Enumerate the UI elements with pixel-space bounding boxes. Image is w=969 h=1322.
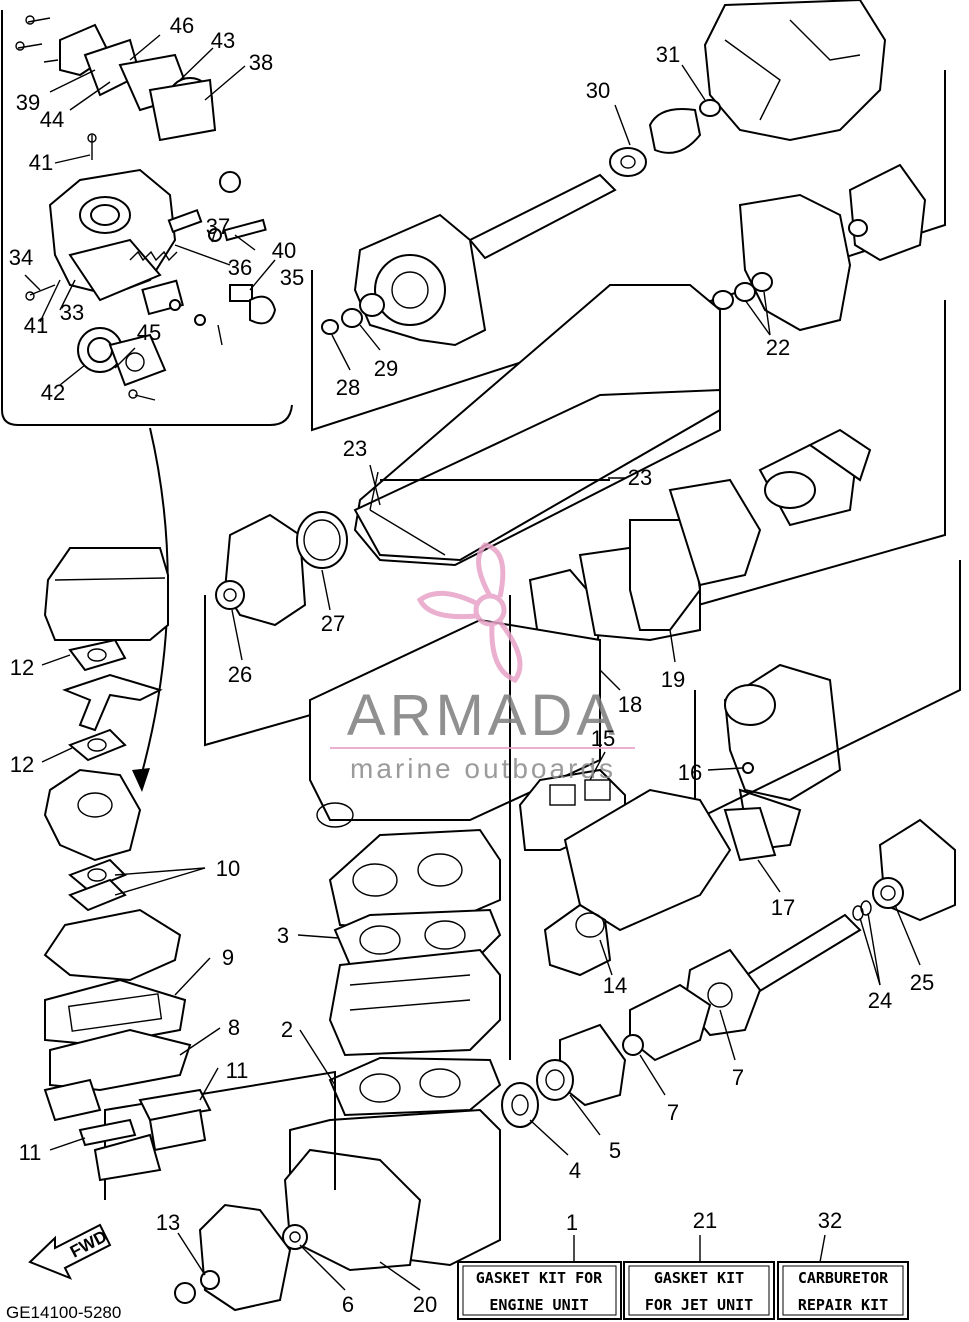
callout-40: 40 [272,238,296,263]
callout-37: 37 [206,214,230,239]
callout-23-right: 23 [628,465,652,490]
callout-44: 44 [40,107,64,132]
carb-kit-line2: REPAIR KIT [798,1296,888,1314]
callout-39: 39 [16,90,40,115]
callout-9: 9 [222,945,234,970]
callout-41-top: 41 [29,150,53,175]
carburetor-inset [0,10,293,426]
hull-intake [353,284,721,567]
callout-15: 15 [591,726,615,751]
callout-4: 4 [569,1158,581,1183]
carb-kit-line1: CARBURETOR [798,1269,889,1287]
callout-28: 28 [336,375,360,400]
jet-impeller-parts [501,751,956,1156]
callout-42: 42 [41,380,65,405]
callout-41-bottom: 41 [24,313,48,338]
callout-16: 16 [678,760,702,785]
callout-13: 13 [156,1210,180,1235]
callout-numbers: 1 2 3 4 5 6 7 7 8 9 10 11 11 12 12 13 14… [9,13,934,1317]
callout-38: 38 [249,50,273,75]
jet-kit-line2: FOR JET UNIT [645,1296,753,1314]
callout-20: 20 [413,1292,437,1317]
callout-11-right: 11 [226,1058,249,1083]
kit-boxes: GASKET KIT FOR ENGINE UNIT GASKET KIT FO… [457,1234,909,1320]
engine-block [104,595,601,1312]
callout-8: 8 [228,1015,240,1040]
callout-21: 21 [693,1208,717,1233]
engine-kit-line1: GASKET KIT FOR [476,1269,603,1287]
callout-23-left: 23 [343,436,367,461]
callout-32: 32 [818,1208,842,1233]
callout-5: 5 [609,1138,621,1163]
callout-11-left: 11 [19,1140,42,1165]
callout-25: 25 [910,970,934,995]
jet-kit-line1: GASKET KIT [654,1269,744,1287]
jet-gasket-kit-box [623,1261,775,1320]
callout-7-right: 7 [732,1065,744,1090]
callout-45: 45 [137,320,161,345]
armada-watermark: ARMADA marine outboards [330,542,635,784]
engine-gasket-kit-box [457,1261,622,1320]
callout-2: 2 [281,1017,293,1042]
callout-30: 30 [586,78,610,103]
callout-43: 43 [211,28,235,53]
callout-12-top: 12 [10,655,34,680]
mid-section-parts [215,428,961,893]
callout-24: 24 [868,988,892,1013]
intake-parts [28,547,221,1280]
propeller-logo [416,542,523,684]
callout-46: 46 [170,13,194,38]
callout-34: 34 [9,245,33,270]
jet-pump-assembly [204,0,946,747]
callout-14: 14 [603,973,627,998]
callout-12-bottom: 12 [10,752,34,777]
watermark-tagline: marine outboards [350,753,616,784]
callout-26: 26 [228,662,252,687]
callout-17: 17 [771,895,795,920]
callout-31: 31 [656,42,680,67]
callout-35: 35 [280,265,304,290]
callout-29: 29 [374,356,398,381]
diagram-code: GE14100-5280 [6,1303,121,1322]
callout-1: 1 [566,1210,578,1235]
callout-19: 19 [661,667,685,692]
callout-10: 10 [216,856,240,881]
carburetor-kit-box [777,1261,909,1320]
callout-22: 22 [766,335,790,360]
callout-36: 36 [228,255,252,280]
callout-27: 27 [321,611,345,636]
callout-3: 3 [277,923,289,948]
callout-18: 18 [618,692,642,717]
callout-33: 33 [60,300,84,325]
watermark-brand: ARMADA [347,683,619,748]
callout-6: 6 [342,1292,354,1317]
engine-kit-line2: ENGINE UNIT [489,1296,588,1314]
callout-7-left: 7 [667,1100,679,1125]
